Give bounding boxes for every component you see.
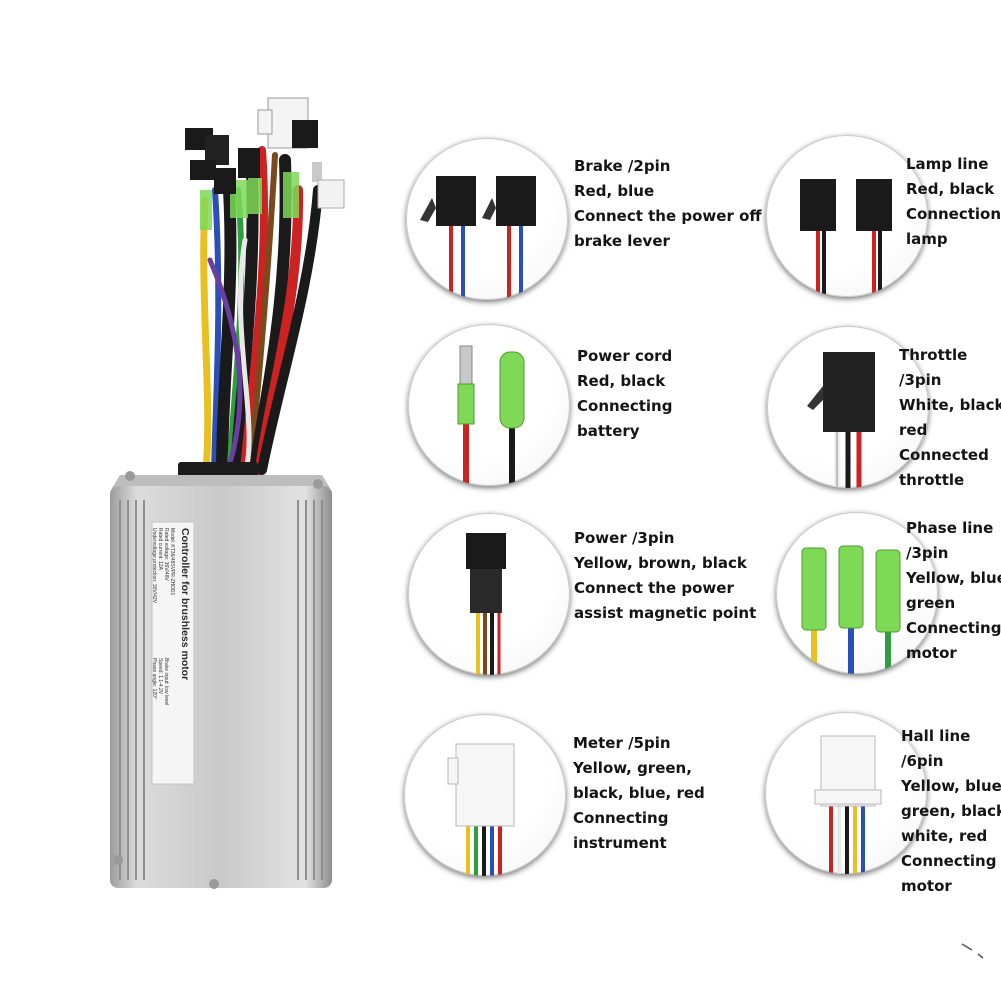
controller-label-line: Rated current: 12A bbox=[157, 528, 163, 571]
meter-connector-circle bbox=[404, 714, 566, 876]
label-line: Connecting bbox=[901, 852, 997, 870]
spec-sticker bbox=[151, 521, 195, 785]
label-line: motor bbox=[906, 644, 957, 662]
label-line: white, red bbox=[901, 827, 988, 845]
power-assist-connector-icon bbox=[466, 533, 506, 675]
label-line: Yellow, blue, bbox=[906, 569, 1001, 587]
label-line: Connection bbox=[906, 205, 1001, 223]
corner-mark bbox=[961, 943, 984, 959]
label-line: Power /3pin bbox=[574, 529, 675, 547]
label-line: Yellow, blue, bbox=[901, 777, 1001, 795]
label-line: green, black, bbox=[901, 802, 1001, 820]
label-line: Connecting bbox=[577, 397, 673, 415]
lamp-connector-icon bbox=[800, 179, 892, 297]
hall-line-connector-label: Hall line /6pin Yellow, blue, green, bla… bbox=[901, 724, 1001, 899]
controller-housing bbox=[110, 471, 332, 889]
controller-label-line: Phase angle: 120° bbox=[151, 658, 157, 699]
label-line: assist magnetic point bbox=[574, 604, 757, 622]
throttle-connector-icon bbox=[807, 352, 875, 488]
power-assist-connector-label: Power /3pin Yellow, brown, black Connect… bbox=[574, 526, 756, 626]
label-line: Connected bbox=[899, 446, 989, 464]
label-line: Connecting bbox=[906, 619, 1001, 637]
phase-line-connector-label: Phase line /3pin Yellow, blue, green Con… bbox=[906, 516, 1001, 666]
brake-connector-circle bbox=[406, 138, 568, 300]
label-line: White, black, bbox=[899, 396, 1001, 414]
label-line: Connecting bbox=[573, 809, 669, 827]
throttle-connector-circle bbox=[767, 326, 929, 488]
power-assist-connector-circle bbox=[408, 513, 570, 675]
label-line: throttle bbox=[899, 471, 965, 489]
label-line: Connect the power off bbox=[574, 207, 762, 225]
brake-connector-label: Brake /2pin Red, blue Connect the power … bbox=[574, 154, 762, 254]
label-line: Lamp line bbox=[906, 155, 989, 173]
label-line: Yellow, brown, black bbox=[574, 554, 747, 572]
label-line: black, blue, red bbox=[573, 784, 705, 802]
spec-sticker-text: Controller for brushless motor Model: KT… bbox=[151, 528, 191, 705]
label-line: Connect the power bbox=[574, 579, 734, 597]
label-line: Power cord bbox=[577, 347, 673, 365]
label-line: brake lever bbox=[574, 232, 670, 250]
label-line: Meter /5pin bbox=[573, 734, 671, 752]
lamp-connector-circle bbox=[766, 135, 928, 297]
throttle-connector-label: Throttle /3pin White, black, red Connect… bbox=[899, 343, 1001, 493]
label-line: Brake /2pin bbox=[574, 157, 671, 175]
label-line: Red, blue bbox=[574, 182, 655, 200]
hall-line-connector-icon bbox=[814, 735, 882, 874]
label-line: /3pin bbox=[899, 371, 942, 389]
phase-line-connector-icon bbox=[801, 545, 901, 674]
label-line: Yellow, green, bbox=[573, 759, 692, 777]
controller-label-line: Speed: 1.1-4.2V bbox=[157, 658, 163, 695]
controller-label-title: Controller for brushless motor bbox=[179, 528, 191, 680]
label-line: instrument bbox=[573, 834, 667, 852]
label-line: lamp bbox=[906, 230, 948, 248]
label-line: Red, black bbox=[577, 372, 666, 390]
power-cord-connector-icon bbox=[457, 345, 525, 486]
label-line: Hall line bbox=[901, 727, 971, 745]
connector-heads bbox=[185, 97, 345, 230]
lamp-connector-label: Lamp line Red, black Connection lamp bbox=[906, 152, 1001, 252]
brake-connector-icon bbox=[420, 176, 536, 300]
label-line: /3pin bbox=[906, 544, 949, 562]
label-line: Throttle bbox=[899, 346, 968, 364]
meter-connector-icon bbox=[447, 743, 515, 876]
label-line: battery bbox=[577, 422, 640, 440]
power-cord-connector-label: Power cord Red, black Connecting battery bbox=[577, 344, 672, 444]
controller-label-line: Brake input: low level bbox=[163, 658, 169, 705]
label-line: motor bbox=[901, 877, 952, 895]
label-line: red bbox=[899, 421, 928, 439]
controller-label-line: Undervoltage protection: 30V/42V bbox=[151, 528, 157, 604]
controller-label-line: Model: KT36/48SVPR-ZHDD1 bbox=[169, 528, 175, 595]
label-line: Red, black bbox=[906, 180, 995, 198]
power-cord-connector-circle bbox=[408, 324, 570, 486]
label-line: /6pin bbox=[901, 752, 944, 770]
hall-line-connector-circle bbox=[765, 712, 927, 874]
label-line: Phase line bbox=[906, 519, 994, 537]
phase-line-connector-circle bbox=[776, 512, 938, 674]
controller-label-line: Rated voltage: 36V/48V bbox=[163, 528, 169, 581]
meter-connector-label: Meter /5pin Yellow, green, black, blue, … bbox=[573, 731, 705, 856]
label-line: green bbox=[906, 594, 956, 612]
